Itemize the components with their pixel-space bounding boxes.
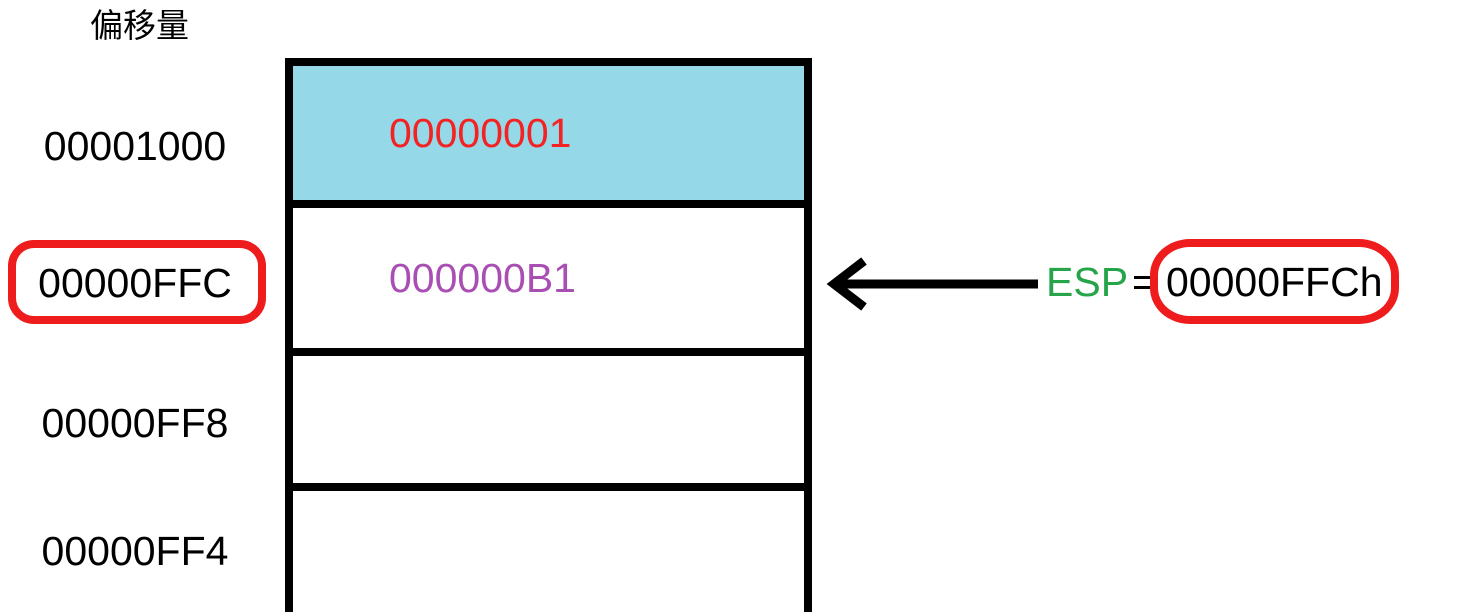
stack-cell-00000FFC: 000000B1 [293, 208, 804, 356]
esp-register-value: 00000FFCh [1166, 259, 1383, 305]
address-label-00001000: 00001000 [43, 123, 227, 169]
esp-value-container: 00000FFCh [1150, 239, 1399, 324]
address-label-00000FF8: 00000FF8 [41, 400, 229, 446]
esp-equals-sign: = [1132, 259, 1156, 305]
address-highlight-box [8, 240, 266, 324]
offset-column-header: 偏移量 [90, 7, 189, 44]
stack-cell-00000FF4 [293, 491, 804, 612]
stack-cell-00000FF8 [293, 356, 804, 491]
address-label-00000FF4: 00000FF4 [41, 528, 229, 574]
stack-memory-table: 00000001 000000B1 [285, 58, 812, 612]
stack-cell-00001000: 00000001 [293, 66, 804, 208]
stack-cell-value-00000FFC: 000000B1 [389, 255, 576, 301]
esp-pointer-arrow-icon [826, 257, 1038, 311]
esp-register-annotation: ESP = 00000FFCh [1046, 239, 1399, 324]
address-label-00000FFC: 00000FFC [38, 260, 232, 306]
esp-register-name: ESP [1046, 259, 1129, 305]
stack-cell-value-00001000: 00000001 [389, 110, 572, 156]
